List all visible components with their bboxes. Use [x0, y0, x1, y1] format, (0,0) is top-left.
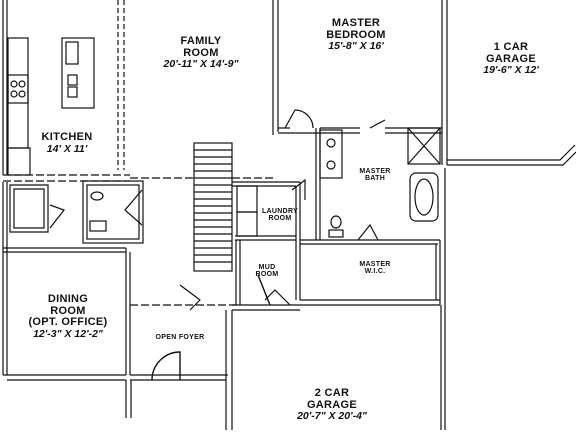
kitchen-divider: [117, 0, 125, 170]
washer: [236, 185, 258, 213]
kitchen-name: KITCHEN: [41, 131, 93, 143]
wall-wic: [300, 239, 441, 306]
wall-garage1-south: [447, 144, 576, 166]
label-master-bath: MASTER BATH: [350, 168, 400, 183]
wall-dining: [3, 247, 131, 375]
mud-room-name-1: MUD: [258, 264, 276, 271]
master-bedroom-name-2: BEDROOM: [326, 28, 386, 41]
wall-master-east: [441, 0, 448, 165]
fridge: [7, 147, 31, 176]
dining-room-dims: 12'-3" X 12'-2": [33, 327, 103, 340]
master-wic-name-1: MASTER: [359, 261, 391, 268]
label-garage-1car: 1 CAR GARAGE 19'-6" X 12': [466, 41, 556, 77]
label-open-foyer: OPEN FOYER: [140, 334, 220, 341]
label-master-wic: MASTER W.I.C.: [350, 261, 400, 276]
family-room-name-2: ROOM: [183, 46, 219, 59]
dining-room-name-3: (OPT. OFFICE): [28, 316, 108, 329]
master-bedroom-name-1: MASTER: [331, 17, 381, 29]
garage-1car-dims: 19'-6" X 12': [483, 64, 539, 77]
label-laundry-room: LAUNDRY ROOM: [255, 208, 305, 223]
dining-room-name-1: DINING: [47, 293, 89, 305]
powder-room: [82, 180, 144, 244]
label-master-bedroom: MASTER BEDROOM 15'-8" X 16': [306, 17, 406, 53]
label-mud-room: MUD ROOM: [244, 264, 290, 279]
tub: [409, 172, 439, 222]
wall-garage2-north: [232, 304, 300, 311]
wall-laundry: [232, 181, 301, 300]
family-room-dims: 20'-11" X 14'-9": [163, 58, 239, 71]
wall-left-exterior: [2, 0, 8, 375]
wall-family-east: [272, 0, 279, 135]
label-dining-room: DINING ROOM (OPT. OFFICE) 12'-3" X 12'-2…: [16, 293, 120, 340]
open-foyer-name: OPEN FOYER: [155, 334, 205, 341]
shower: [407, 127, 441, 165]
garage-1car-name-2: GARAGE: [485, 52, 537, 65]
wall-foyer: [130, 310, 233, 430]
master-bath-name-2: BATH: [364, 175, 386, 183]
mud-room-name-2: ROOM: [255, 271, 279, 279]
label-garage-2car: 2 CAR GARAGE 20'-7" X 20'-4": [282, 387, 382, 423]
master-bath-name-1: MASTER: [359, 168, 391, 175]
wall-kitchen-south: [3, 174, 130, 182]
family-room-name-1: FAMILY: [180, 35, 222, 47]
stairs: [193, 142, 233, 272]
bath-vanity: [319, 129, 343, 179]
kitchen-island: [61, 37, 95, 109]
laundry-room-name-2: ROOM: [268, 215, 292, 223]
dining-room-name-2: ROOM: [50, 304, 86, 317]
powder-toilet: [90, 191, 104, 201]
bath-toilet: [330, 215, 342, 229]
garage-2car-name-2: GARAGE: [306, 398, 358, 411]
label-kitchen: KITCHEN 14' X 11': [24, 131, 110, 155]
laundry-room-name-1: LAUNDRY: [261, 208, 299, 215]
wall-bath-west: [315, 128, 321, 240]
kitchen-dims: 14' X 11': [46, 142, 88, 155]
master-bedroom-dims: 15'-8" X 16': [328, 40, 384, 53]
master-wic-name-2: W.I.C.: [364, 268, 386, 276]
garage-1car-name-1: 1 CAR: [493, 41, 529, 53]
garage-2car-name-1: 2 CAR: [314, 387, 350, 399]
pantry: [9, 184, 49, 233]
garage-2car-dims: 20'-7" X 20'-4": [297, 410, 367, 423]
label-family-room: FAMILY ROOM 20'-11" X 14'-9": [150, 35, 252, 71]
